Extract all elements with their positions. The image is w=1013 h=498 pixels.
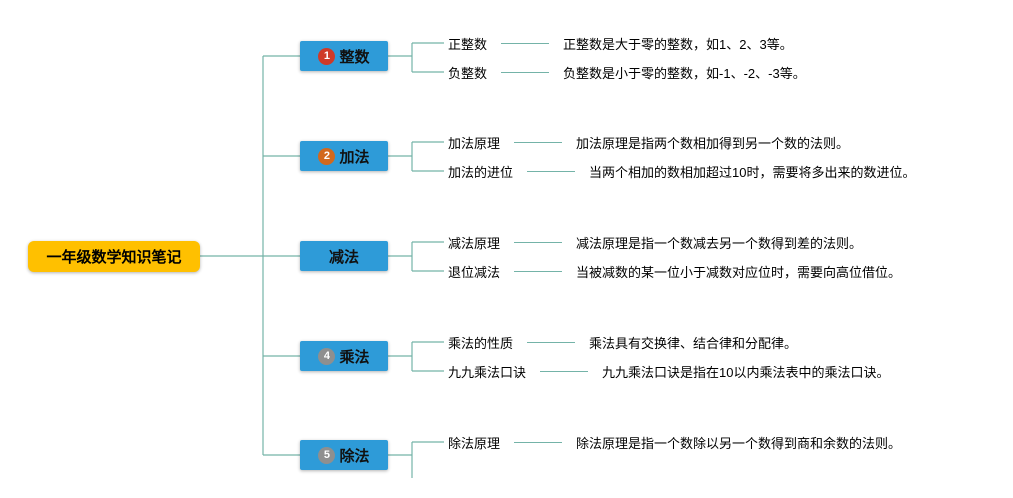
branch-number-badge: 1 [318,47,336,65]
subtopic-row: 除法原理 除法原理是指一个数除以另一个数得到商和余数的法则。 [448,432,901,452]
subtopic-description[interactable]: 当两个相加的数相加超过10时，需要将多出来的数进位。 [589,164,916,180]
subtopic-label[interactable]: 乘法的性质 [448,335,514,351]
branch-node-multiplication[interactable]: 4 乘法 [300,341,388,371]
subtopic-connector-line [527,341,576,343]
subtopic-row: 减法原理 减法原理是指一个数减去另一个数得到差的法则。 [448,232,862,252]
subtopic-description[interactable]: 九九乘法口诀是指在10以内乘法表中的乘法口诀。 [602,364,890,380]
subtopic-description[interactable]: 减法原理是指一个数减去另一个数得到差的法则。 [576,235,863,251]
root-node[interactable]: 一年级数学知识笔记 [28,241,200,272]
subtopic-row: 乘法的性质 乘法具有交换律、结合律和分配律。 [448,332,797,352]
subtopic-row: 加法的进位 当两个相加的数相加超过10时，需要将多出来的数进位。 [448,161,915,181]
branch-node-division[interactable]: 5 除法 [300,440,388,470]
branch-node-subtraction[interactable]: 减法 [300,241,388,271]
subtopic-description[interactable]: 正整数是大于零的整数，如1、2、3等。 [563,36,793,52]
subtopic-description[interactable]: 当被减数的某一位小于减数对应位时，需要向高位借位。 [576,264,902,280]
branch-label: 整数 [339,48,370,66]
subtopic-row: 负整数 负整数是小于零的整数，如-1、-2、-3等。 [448,62,806,82]
subtopic-connector-line [514,241,563,243]
subtopic-row: 九九乘法口诀 九九乘法口诀是指在10以内乘法表中的乘法口诀。 [448,361,889,381]
subtopic-connector-line [527,170,576,172]
branch-label: 加法 [339,148,370,166]
branch-label: 乘法 [339,348,370,366]
branch-node-addition[interactable]: 2 加法 [300,141,388,171]
subtopic-label[interactable]: 退位减法 [448,264,501,280]
subtopic-description[interactable]: 加法原理是指两个数相加得到另一个数的法则。 [576,135,850,151]
subtopic-connector-line [514,270,563,272]
subtopic-connector-line [514,441,563,443]
subtopic-connector-line [540,370,589,372]
subtopic-label[interactable]: 正整数 [448,36,488,52]
subtopic-description[interactable]: 负整数是小于零的整数，如-1、-2、-3等。 [563,65,806,81]
subtopic-connector-line [501,71,550,73]
branch-number-badge: 5 [318,446,336,464]
subtopic-row: 正整数 正整数是大于零的整数，如1、2、3等。 [448,33,793,53]
subtopic-row: 加法原理 加法原理是指两个数相加得到另一个数的法则。 [448,132,849,152]
branch-node-integers[interactable]: 1 整数 [300,41,388,71]
branch-number-badge: 2 [318,147,336,165]
branch-number-badge: 4 [318,347,336,365]
subtopic-label[interactable]: 负整数 [448,65,488,81]
subtopic-label[interactable]: 加法的进位 [448,164,514,180]
root-label: 一年级数学知识笔记 [46,249,182,266]
branch-label: 减法 [328,248,359,266]
subtopic-connector-line [514,141,563,143]
subtopic-description[interactable]: 乘法具有交换律、结合律和分配律。 [589,335,798,351]
subtopic-label[interactable]: 九九乘法口诀 [448,364,527,380]
branch-label: 除法 [339,447,370,465]
subtopic-label[interactable]: 减法原理 [448,235,501,251]
subtopic-connector-line [501,42,550,44]
subtopic-label[interactable]: 加法原理 [448,135,501,151]
subtopic-label[interactable]: 除法原理 [448,435,501,451]
subtopic-description[interactable]: 除法原理是指一个数除以另一个数得到商和余数的法则。 [576,435,902,451]
subtopic-row: 退位减法 当被减数的某一位小于减数对应位时，需要向高位借位。 [448,261,901,281]
